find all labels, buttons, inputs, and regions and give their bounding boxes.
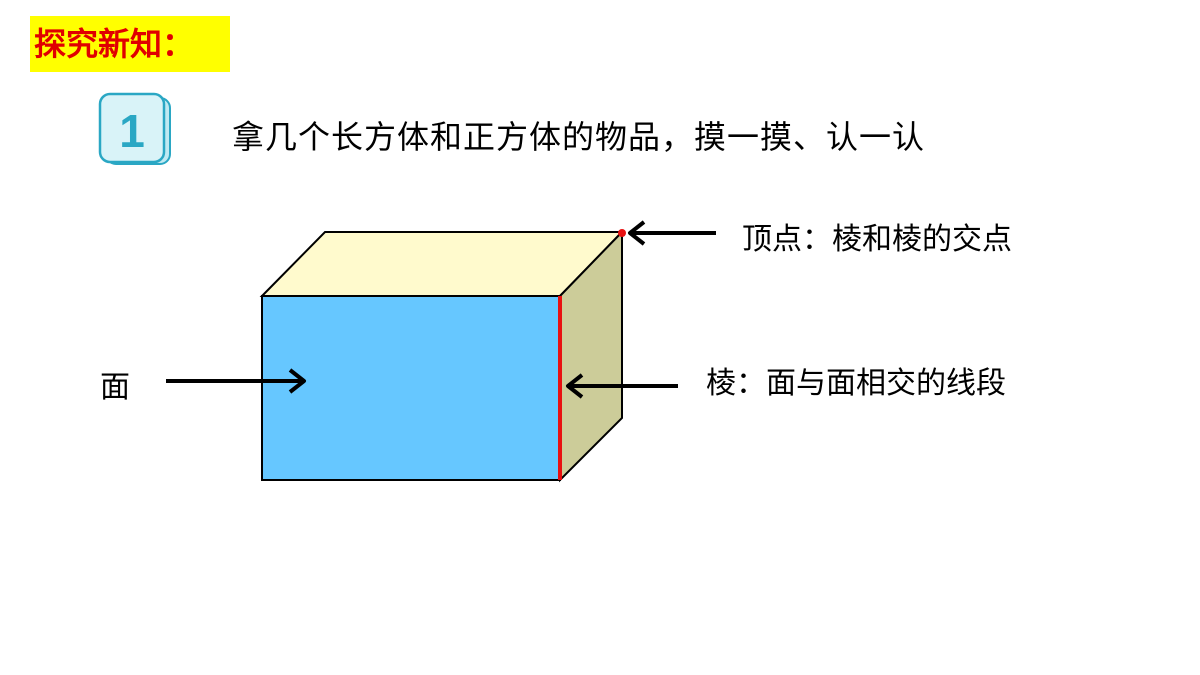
face-label: 面 xyxy=(100,370,130,405)
section-title: 探究新知： xyxy=(30,16,230,72)
highlighted-vertex xyxy=(618,229,626,237)
vertex-label: 顶点：棱和棱的交点 xyxy=(742,222,1012,257)
arrow-right-icon xyxy=(166,368,306,394)
number-badge-label: 1 xyxy=(119,105,145,157)
cuboid-front-face xyxy=(261,295,561,481)
task-instruction: 拿几个长方体和正方体的物品，摸一摸、认一认 xyxy=(232,118,926,156)
arrow-left-icon xyxy=(566,373,678,399)
arrow-left-icon xyxy=(628,220,716,246)
number-badge: 1 xyxy=(98,92,171,165)
edge-label: 棱：面与面相交的线段 xyxy=(706,366,1006,401)
